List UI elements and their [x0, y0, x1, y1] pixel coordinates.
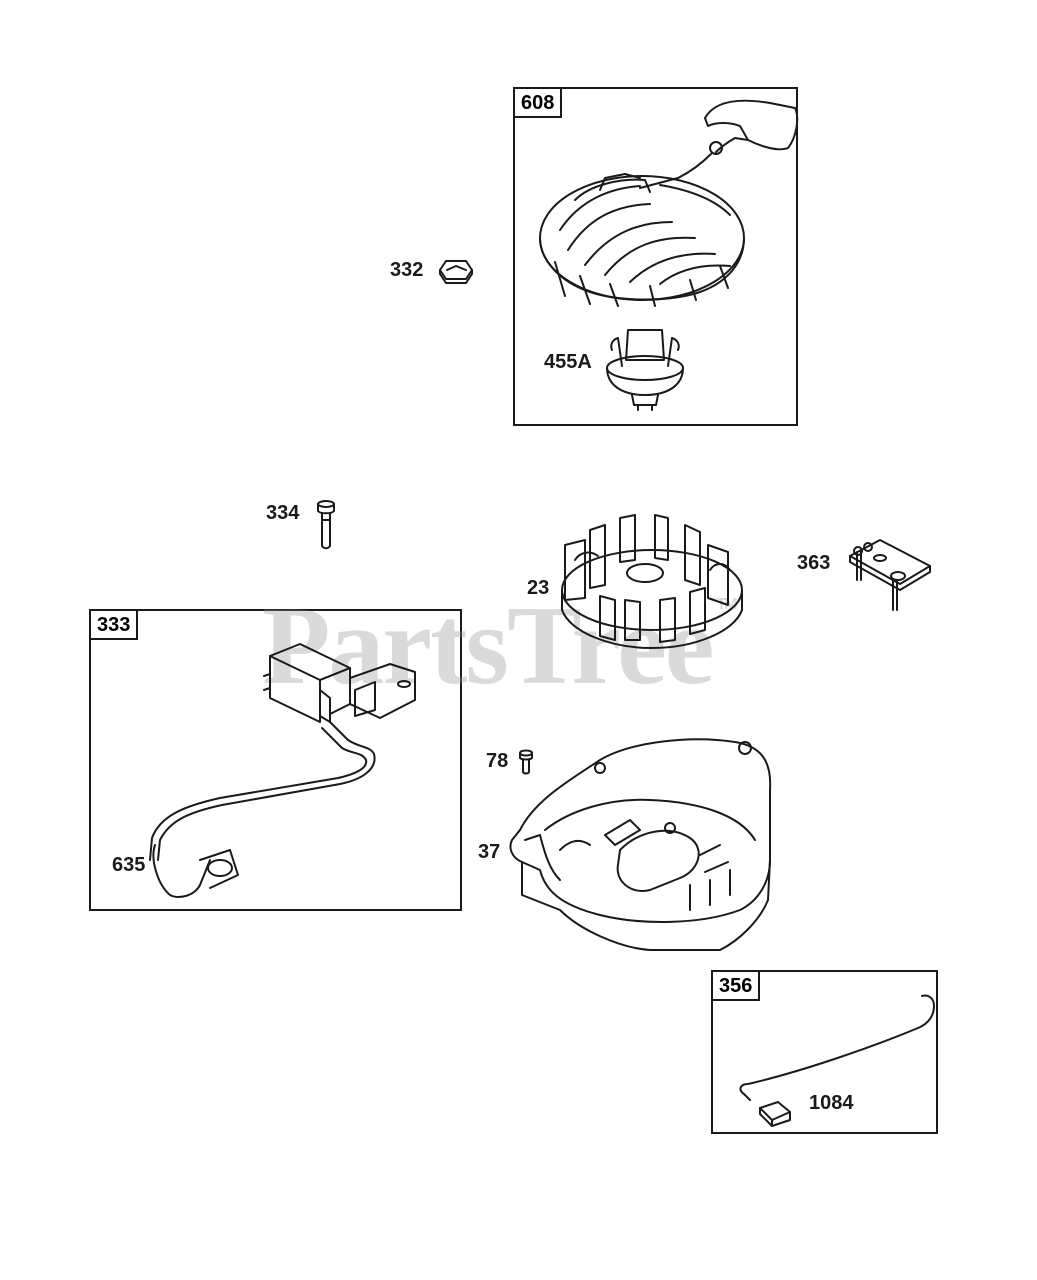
- callout-455a[interactable]: 455A: [544, 351, 592, 373]
- bolt-part[interactable]: [317, 500, 335, 550]
- starter-cup-part[interactable]: [606, 329, 684, 411]
- callout-363[interactable]: 363: [797, 552, 831, 574]
- recoil-starter-housing-part[interactable]: [539, 173, 745, 307]
- callout-332[interactable]: 332: [390, 259, 424, 281]
- kit-box-608: 608: [513, 87, 798, 426]
- kit-label-608[interactable]: 608: [513, 87, 563, 118]
- callout-635[interactable]: 635: [112, 854, 146, 876]
- screw-part[interactable]: [519, 749, 533, 775]
- bracket-part[interactable]: [849, 539, 931, 611]
- kit-box-356: 356: [711, 970, 938, 1134]
- starter-handle-part[interactable]: [639, 99, 799, 189]
- callout-37[interactable]: 37: [478, 841, 501, 863]
- callout-78[interactable]: 78: [486, 750, 509, 772]
- flywheel-part[interactable]: [561, 514, 743, 649]
- callout-1084[interactable]: 1084: [809, 1092, 854, 1114]
- ground-wire-part[interactable]: [739, 994, 935, 1127]
- callout-23[interactable]: 23: [527, 577, 550, 599]
- callout-334[interactable]: 334: [266, 502, 300, 524]
- nut-part[interactable]: [439, 260, 473, 284]
- kit-label-356[interactable]: 356: [711, 970, 761, 1001]
- blower-housing-part[interactable]: [509, 738, 772, 951]
- kit-label-333[interactable]: 333: [89, 609, 139, 640]
- ignition-armature-part[interactable]: [263, 643, 416, 723]
- kit-box-333: 333: [89, 609, 462, 911]
- spark-plug-wire-part[interactable]: [149, 721, 376, 898]
